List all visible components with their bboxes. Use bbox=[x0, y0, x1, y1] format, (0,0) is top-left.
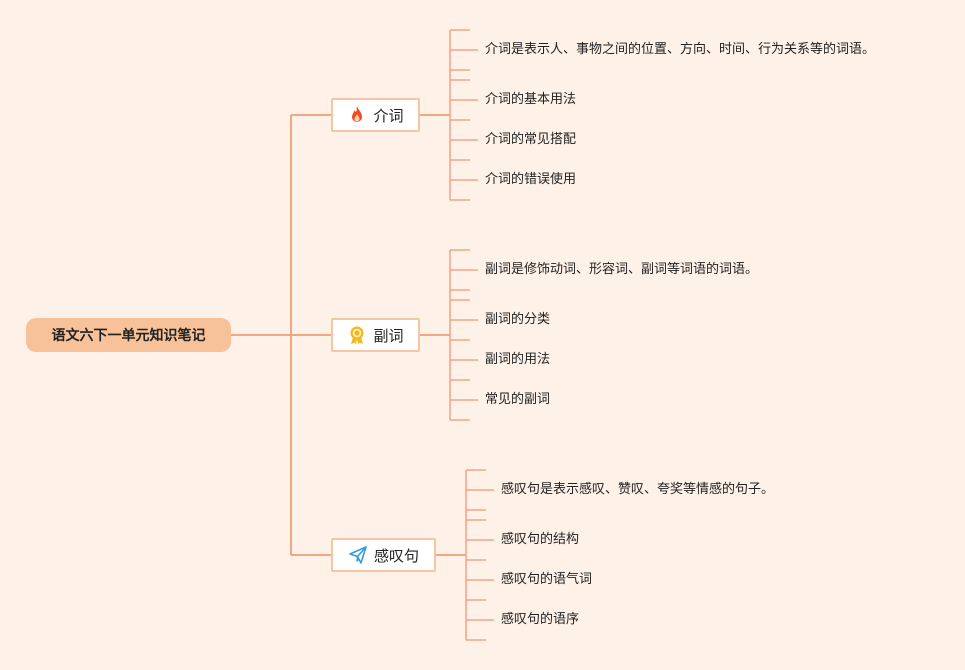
leaf-node[interactable]: 介词是表示人、事物之间的位置、方向、时间、行为关系等的词语。 bbox=[485, 42, 876, 57]
leaf-node[interactable]: 副词是修饰动词、形容词、副词等词语的词语。 bbox=[485, 262, 759, 277]
fire-icon bbox=[347, 105, 367, 125]
leaf-node[interactable]: 感叹句是表示感叹、赞叹、夸奖等情感的句子。 bbox=[501, 482, 775, 497]
branch-label: 感叹句 bbox=[373, 546, 419, 565]
branch-node-adverb[interactable]: 副词 bbox=[331, 318, 420, 352]
branch-label: 介词 bbox=[373, 106, 404, 125]
branch-node-preposition[interactable]: 介词 bbox=[331, 98, 420, 132]
root-node[interactable]: 语文六下一单元知识笔记 bbox=[26, 318, 231, 352]
leaf-node[interactable]: 介词的基本用法 bbox=[485, 92, 577, 107]
leaf-node[interactable]: 介词的常见搭配 bbox=[485, 132, 577, 147]
leaf-node[interactable]: 副词的分类 bbox=[485, 312, 551, 327]
root-label: 语文六下一单元知识笔记 bbox=[51, 328, 206, 344]
leaf-node[interactable]: 副词的用法 bbox=[485, 352, 551, 367]
leaf-node[interactable]: 感叹句的语序 bbox=[501, 612, 580, 627]
award-ribbon-icon bbox=[347, 325, 367, 345]
leaf-node[interactable]: 感叹句的结构 bbox=[501, 532, 580, 547]
leaf-node[interactable]: 介词的错误使用 bbox=[485, 172, 577, 187]
leaf-node[interactable]: 常见的副词 bbox=[485, 392, 551, 407]
paper-plane-icon bbox=[348, 545, 368, 565]
leaf-node[interactable]: 感叹句的语气词 bbox=[501, 572, 593, 587]
branch-label: 副词 bbox=[373, 326, 404, 345]
branch-node-exclamatory[interactable]: 感叹句 bbox=[331, 538, 436, 572]
